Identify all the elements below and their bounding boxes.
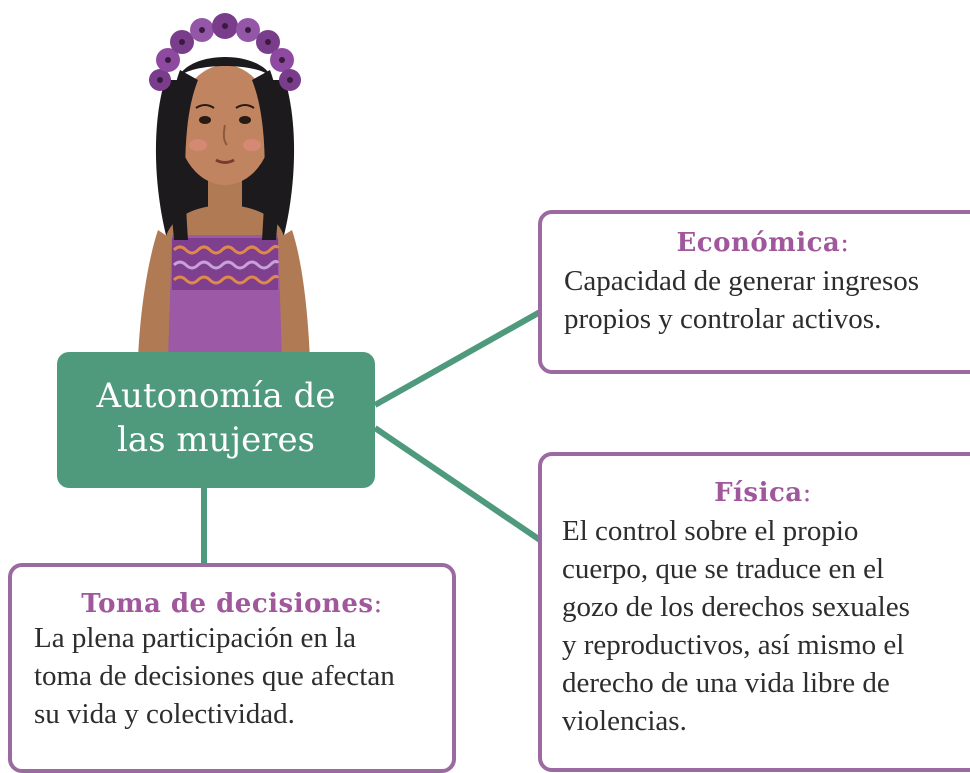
- nose: [222, 124, 228, 146]
- left-eye: [199, 116, 211, 124]
- fisica-line: derecho de una vida libre de: [562, 667, 890, 699]
- hair-top: [178, 57, 272, 78]
- economica-line: Capacidad de generar ingresos: [564, 265, 920, 297]
- fisica-line: violencias.: [562, 705, 687, 737]
- shoulders: [165, 205, 285, 240]
- economica-title: Económica:: [676, 228, 850, 258]
- fisica-title: Física:: [714, 478, 812, 508]
- hair-front-left: [169, 70, 198, 240]
- right-cheek: [243, 139, 261, 151]
- flower-crown: [149, 13, 301, 91]
- toma-line: su vida y colectividad.: [34, 698, 295, 730]
- toma-decisiones-box: Toma de decisiones: La plena participaci…: [8, 563, 456, 773]
- central-title-line1: Autonomía de: [96, 376, 336, 416]
- connector-economica: [373, 309, 542, 408]
- left-cheek: [189, 139, 207, 151]
- fisica-line: cuerpo, que se traduce en el: [562, 553, 885, 585]
- mouth: [215, 158, 235, 164]
- toma-line: toma de decisiones que afectan: [34, 660, 395, 692]
- toma-line: La plena participación en la: [34, 622, 357, 654]
- fisica-description: El control sobre el propio cuerpo, que s…: [542, 512, 970, 740]
- connector-lines: [201, 309, 542, 566]
- connector-fisica: [373, 425, 542, 543]
- dress-pattern-3: [172, 274, 280, 285]
- central-title-line2: las mujeres: [116, 420, 316, 460]
- fisica-line: y reproductivos, así mismo el: [562, 629, 905, 661]
- dress-pattern-2: [172, 259, 280, 270]
- girl-illustration: [138, 13, 310, 360]
- fisica-line: El control sobre el propio: [562, 515, 859, 547]
- right-eye: [239, 116, 251, 124]
- fisica-box: Física: El control sobre el propio cuerp…: [538, 452, 970, 772]
- economica-box: Económica: Capacidad de generar ingresos…: [538, 210, 970, 374]
- central-node: Autonomía de las mujeres: [57, 352, 375, 488]
- toma-decisiones-description: La plena participación en la toma de dec…: [12, 619, 452, 733]
- hair-front-right: [252, 70, 281, 240]
- fisica-line: gozo de los derechos sexuales: [562, 591, 910, 623]
- dress-pattern-1: [172, 244, 280, 255]
- toma-decisiones-title: Toma de decisiones:: [81, 589, 383, 619]
- economica-line: propios y controlar activos.: [564, 303, 882, 335]
- economica-description: Capacidad de generar ingresos propios y …: [542, 262, 970, 338]
